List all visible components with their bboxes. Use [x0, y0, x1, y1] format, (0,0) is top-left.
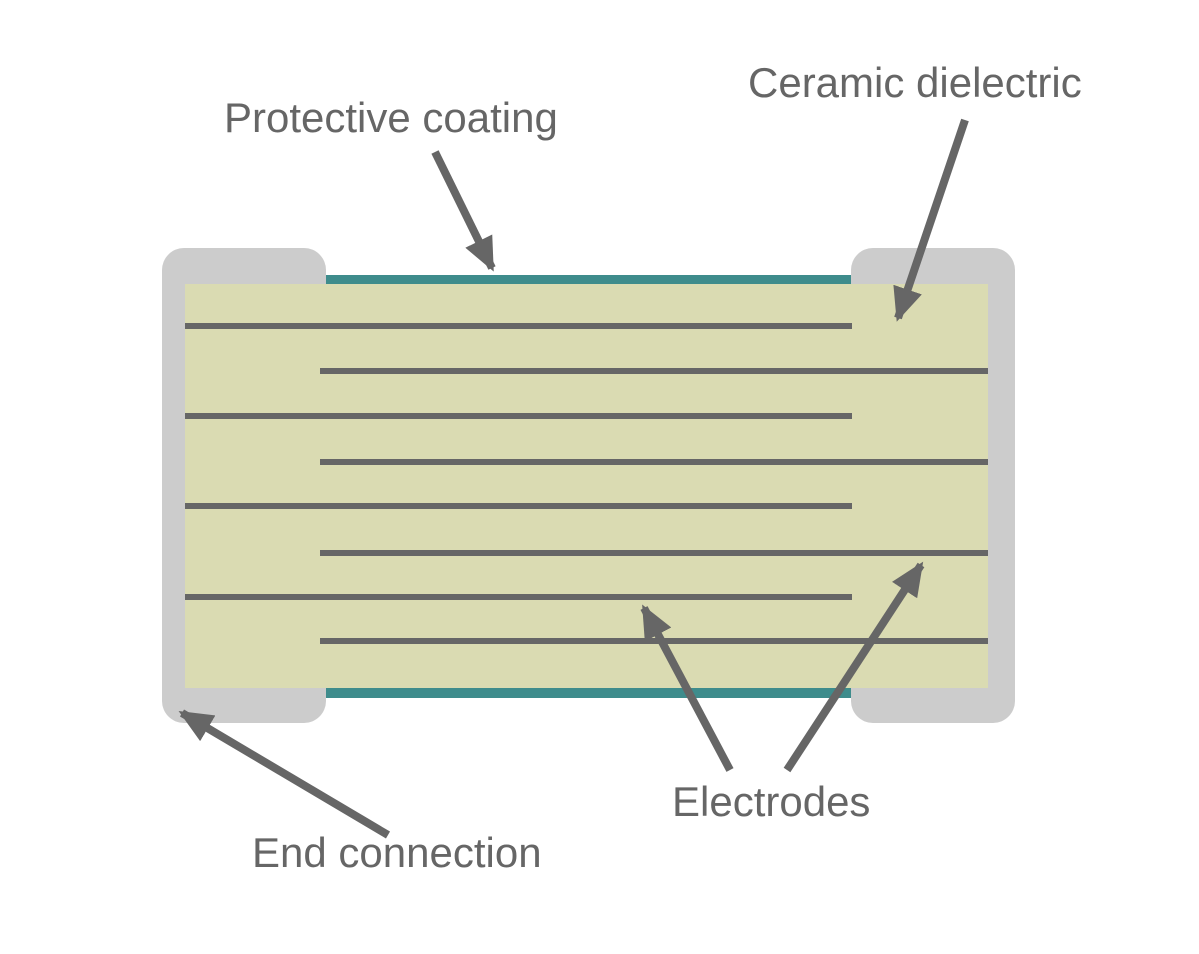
ceramic-dielectric-body	[185, 284, 988, 688]
protective-coating-bottom	[320, 688, 855, 698]
arrow-electrodes-right	[783, 561, 925, 773]
arrows-group	[178, 118, 969, 839]
arrow-electrodes-left	[640, 604, 734, 772]
arrow-ceramic-dielectric	[893, 118, 969, 322]
label-electrodes: Electrodes	[672, 778, 870, 825]
arrow-end-connection	[178, 709, 391, 839]
electrodes-group	[185, 323, 988, 644]
label-protective-coating: Protective coating	[224, 94, 558, 141]
arrow-protective-coating	[431, 150, 496, 272]
protective-coating-top	[320, 275, 855, 285]
label-ceramic-dielectric: Ceramic dielectric	[748, 59, 1082, 106]
label-end-connection: End connection	[252, 829, 542, 876]
